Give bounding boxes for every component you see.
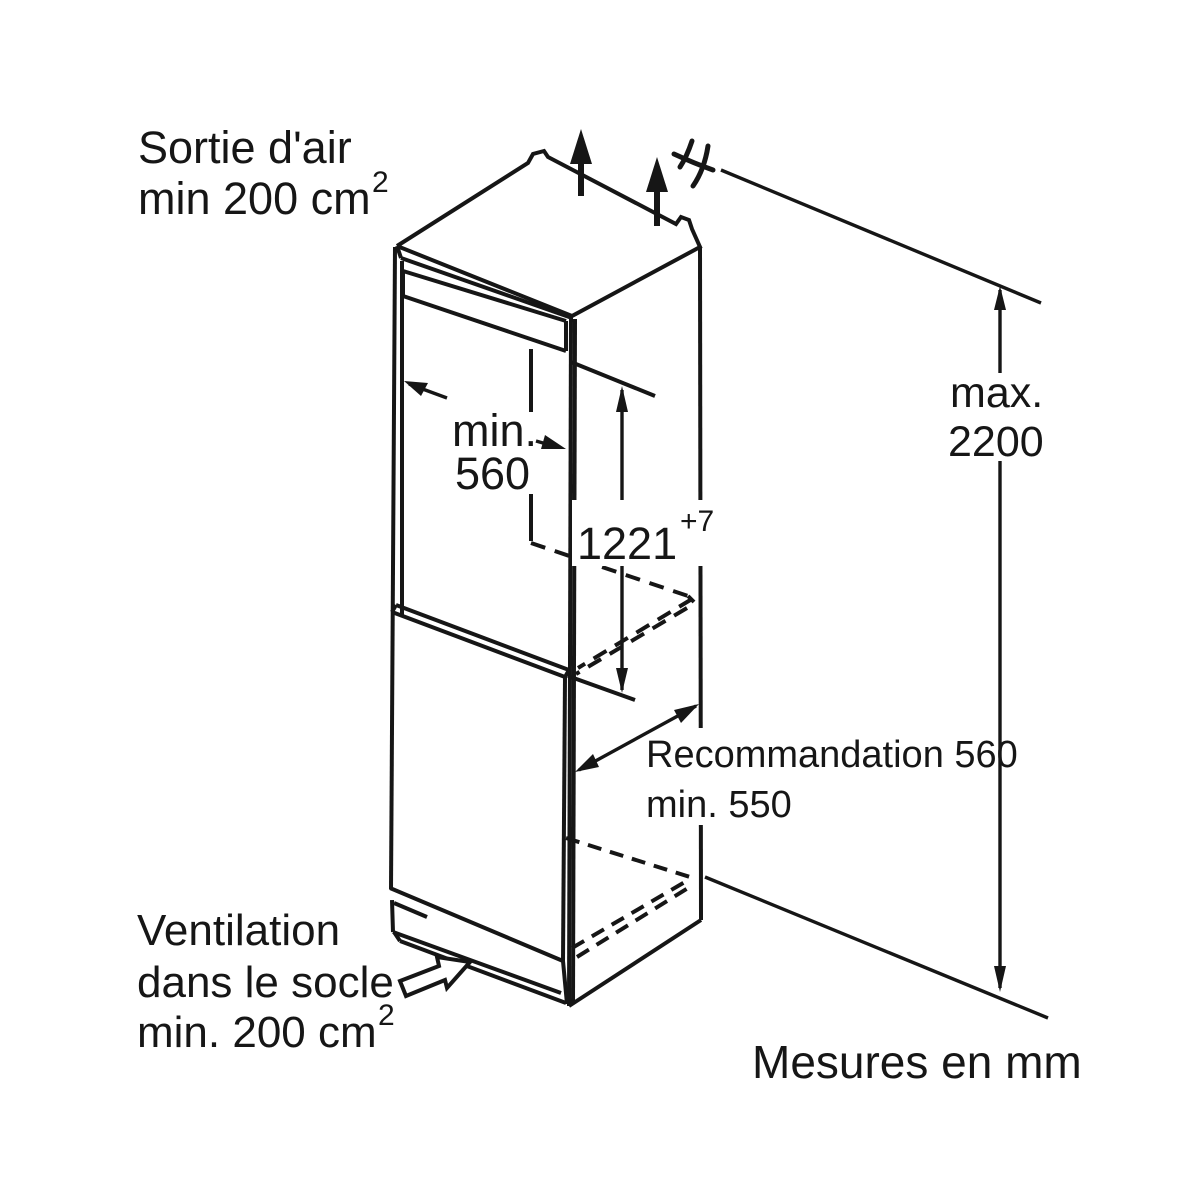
depth-recommendation-label: Recommandation 560 [646, 734, 1018, 776]
cabinet-outline [389, 148, 703, 1008]
base-ventilation-label-sup: 2 [378, 999, 395, 1032]
ceiling-extension-line [720, 168, 1042, 305]
text-masks [449, 412, 996, 825]
air-outlet-label-sup: 2 [372, 166, 389, 199]
top-slab [395, 148, 703, 319]
niche-width-label-min: min. [452, 405, 537, 456]
dimension-max-height [994, 286, 1006, 992]
dimension-depth [575, 704, 699, 772]
niche-height-tolerance: +7 [680, 505, 714, 538]
niche-width-label-value: 560 [455, 448, 530, 499]
depth-min-label: min. 550 [646, 784, 792, 826]
niche-floor-dashed [530, 541, 696, 676]
max-height-label: max. [950, 369, 1043, 417]
extension-lines [704, 168, 1049, 1020]
ventilation-flow-arrow-icon [397, 954, 474, 999]
base-ventilation-label-line3: min. 200 cm [137, 1008, 377, 1057]
dimension-niche-width [404, 381, 566, 449]
niche-height-value: 1221 [577, 518, 677, 569]
ceiling-cut-mark-icon [671, 138, 716, 189]
diagram-labels: Sortie d'air min 200 cm 2 min. 560 1221 … [137, 122, 1082, 1088]
max-height-value: 2200 [948, 418, 1044, 466]
airflow-up-arrow-icon [646, 157, 668, 226]
air-outlet-label-line2: min 200 cm [138, 173, 371, 224]
units-note: Mesures en mm [752, 1036, 1082, 1088]
base-ventilation-label-line2: dans le socle [137, 958, 394, 1007]
base-ventilation-label-line1: Ventilation [137, 906, 340, 955]
airflow-up-arrow-icon [570, 129, 592, 196]
floor-extension-line [704, 875, 1049, 1020]
air-outlet-label-line1: Sortie d'air [138, 122, 352, 173]
